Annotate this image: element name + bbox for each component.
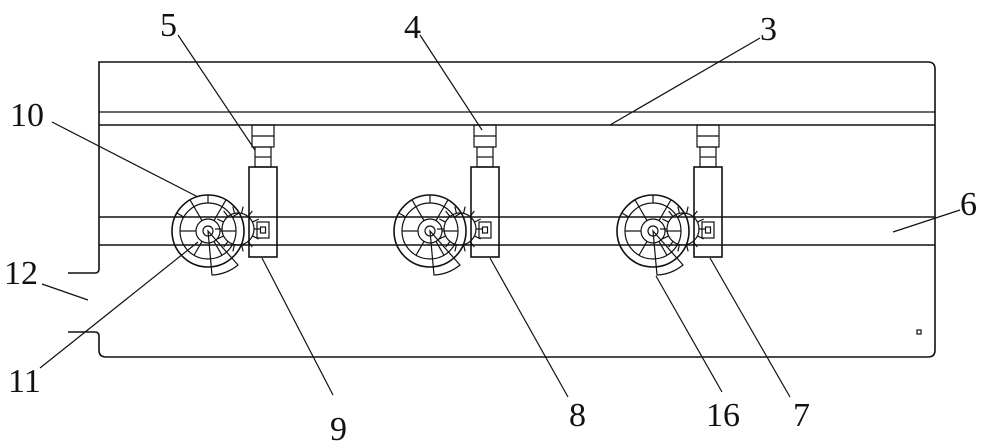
gear-tooth — [454, 244, 458, 252]
support-block — [693, 166, 723, 258]
gear-tooth — [252, 218, 259, 223]
wheel-spoke — [435, 241, 445, 256]
gear-tooth — [217, 218, 224, 223]
wheel-spoke — [193, 206, 203, 221]
rim-mark — [621, 212, 630, 218]
mechanism-unit — [171, 124, 278, 276]
support-block — [470, 166, 500, 258]
callout-10: 10 — [10, 97, 44, 134]
small-marker — [916, 329, 922, 335]
wheel-spoke — [435, 206, 445, 221]
callout-11: 11 — [8, 363, 41, 400]
wheel-sector — [207, 229, 239, 276]
gear-tooth — [462, 206, 466, 214]
gear-tooth — [692, 241, 698, 248]
wheel-spoke — [213, 241, 223, 256]
gear-tooth — [223, 241, 229, 248]
gear-tooth — [445, 241, 451, 248]
callout-16: 16 — [706, 397, 740, 434]
block-slot — [256, 221, 270, 239]
gear-tooth — [685, 206, 689, 214]
wheel-spoke — [193, 241, 203, 256]
rim-mark — [398, 212, 407, 218]
callout-4: 4 — [404, 9, 421, 46]
support-block — [248, 166, 278, 258]
wheel-spoke — [415, 241, 425, 256]
rim-mark — [411, 199, 417, 208]
rim-mark — [634, 199, 640, 208]
gear-tooth — [668, 210, 674, 217]
block-slot — [701, 221, 715, 239]
gear-tooth — [445, 210, 451, 217]
rim-mark — [676, 212, 685, 218]
gear-tooth — [232, 244, 236, 252]
block-pin — [259, 226, 267, 234]
gear-tooth — [677, 206, 681, 214]
callout-9: 9 — [330, 411, 347, 447]
rim-mark — [189, 199, 195, 208]
gear-tooth — [439, 235, 446, 240]
wheel-sector — [652, 229, 684, 276]
housing-outline — [68, 61, 936, 358]
callout-6: 6 — [960, 186, 977, 223]
wheel-spoke — [658, 206, 668, 221]
wheel-spoke — [415, 206, 425, 221]
gear-tooth — [474, 235, 481, 240]
block-pin — [704, 226, 712, 234]
wheel-spoke — [638, 206, 648, 221]
gear-tooth — [474, 218, 481, 223]
gear-tooth — [668, 241, 674, 248]
gear-tooth — [469, 241, 475, 248]
gear-tooth — [240, 244, 244, 252]
callout-7: 7 — [793, 397, 810, 434]
block-slot — [478, 221, 492, 239]
gear-tooth — [439, 218, 446, 223]
gear-tooth — [662, 218, 669, 223]
rim-mark — [666, 199, 672, 208]
gear-tooth — [240, 206, 244, 214]
gear-tooth — [662, 235, 669, 240]
gear-tooth — [454, 206, 458, 214]
gear-tooth — [677, 244, 681, 252]
gear-tooth — [692, 210, 698, 217]
mechanism-unit — [393, 124, 500, 276]
wheel-spoke — [658, 241, 668, 256]
gear-tooth — [247, 241, 253, 248]
rim-mark — [443, 199, 449, 208]
callout-5: 5 — [160, 7, 177, 44]
gear-tooth — [462, 244, 466, 252]
wheel-spoke — [213, 206, 223, 221]
callout-12: 12 — [4, 255, 38, 292]
callout-8: 8 — [569, 397, 586, 434]
gear-tooth — [232, 206, 236, 214]
gear-tooth — [697, 235, 704, 240]
gear-tooth — [217, 235, 224, 240]
gear-tooth — [252, 235, 259, 240]
wheel-spoke — [638, 241, 648, 256]
gear-tooth — [685, 244, 689, 252]
block-pin — [481, 226, 489, 234]
gear-tooth — [697, 218, 704, 223]
gear-tooth — [247, 210, 253, 217]
gear-tooth — [469, 210, 475, 217]
rim-mark — [453, 212, 462, 218]
wheel-sector — [429, 229, 461, 276]
mechanism-unit — [616, 124, 723, 276]
callout-3: 3 — [760, 11, 777, 48]
gear-tooth — [223, 210, 229, 217]
rim-mark — [231, 212, 240, 218]
rim-mark — [221, 199, 227, 208]
leader-lines — [39, 34, 961, 398]
rim-mark — [176, 212, 185, 218]
